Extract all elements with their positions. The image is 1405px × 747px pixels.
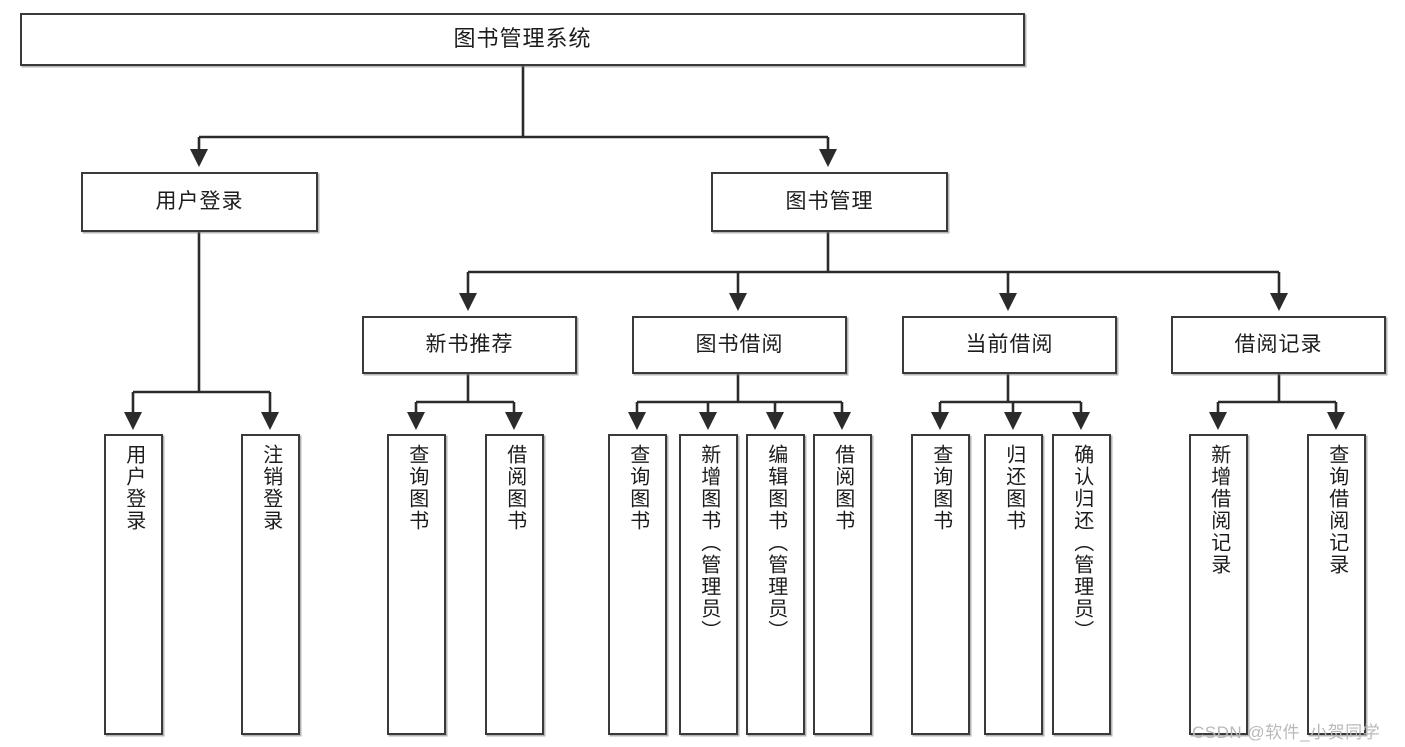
node-leaf-confirm-return-admin-label: 确认归还（管理员） bbox=[1070, 444, 1093, 642]
node-leaf-borrow-book-recommend[interactable]: 借阅图书 bbox=[485, 434, 544, 735]
csdn-watermark: CSDN @软件_小贺同学 bbox=[1192, 723, 1381, 742]
node-new-book-recommend-label: 新书推荐 bbox=[425, 333, 514, 357]
node-leaf-query-book-borrow-label: 查询图书 bbox=[626, 444, 649, 532]
node-leaf-query-book-current-label: 查询图书 bbox=[929, 444, 952, 532]
edge-root-to-level1 bbox=[189, 66, 838, 168]
node-current-borrow-label: 当前借阅 bbox=[965, 333, 1054, 357]
edge-user-login-to-leaves bbox=[123, 232, 280, 431]
node-leaf-query-borrow-record-label: 查询借阅记录 bbox=[1325, 444, 1348, 576]
node-leaf-confirm-return-admin[interactable]: 确认归还（管理员） bbox=[1052, 434, 1111, 735]
node-leaf-edit-book-admin-label: 编辑图书（管理员） bbox=[764, 444, 787, 642]
node-leaf-query-book-current[interactable]: 查询图书 bbox=[911, 434, 970, 735]
edge-borrow-records-to-leaves bbox=[1208, 374, 1346, 431]
edge-book-borrow-to-leaves bbox=[627, 374, 852, 431]
node-book-management[interactable]: 图书管理 bbox=[711, 172, 948, 232]
node-new-book-recommend[interactable]: 新书推荐 bbox=[362, 316, 577, 374]
node-leaf-return-book[interactable]: 归还图书 bbox=[984, 434, 1043, 735]
node-leaf-query-borrow-record[interactable]: 查询借阅记录 bbox=[1307, 434, 1366, 735]
node-current-borrow[interactable]: 当前借阅 bbox=[902, 316, 1117, 374]
node-user-login[interactable]: 用户登录 bbox=[81, 172, 318, 232]
node-leaf-add-borrow-record-label: 新增借阅记录 bbox=[1207, 444, 1230, 576]
node-leaf-add-borrow-record[interactable]: 新增借阅记录 bbox=[1189, 434, 1248, 735]
node-leaf-query-book-recommend[interactable]: 查询图书 bbox=[387, 434, 446, 735]
node-root-book-management-system[interactable]: 图书管理系统 bbox=[20, 13, 1025, 66]
node-leaf-borrow-book-recommend-label: 借阅图书 bbox=[503, 444, 526, 532]
node-root-label: 图书管理系统 bbox=[453, 26, 592, 52]
node-leaf-user-logout-label: 注销登录 bbox=[259, 444, 282, 532]
node-leaf-user-login[interactable]: 用户登录 bbox=[104, 434, 163, 735]
node-borrow-records[interactable]: 借阅记录 bbox=[1171, 316, 1386, 374]
node-book-borrow[interactable]: 图书借阅 bbox=[632, 316, 847, 374]
node-leaf-query-book-borrow[interactable]: 查询图书 bbox=[608, 434, 667, 735]
node-leaf-borrow-book-label: 借阅图书 bbox=[831, 444, 854, 532]
node-book-management-label: 图书管理 bbox=[785, 190, 874, 214]
edge-current-borrow-to-leaves bbox=[930, 374, 1091, 431]
node-leaf-user-login-label: 用户登录 bbox=[122, 444, 145, 532]
edge-new-book-recommend-to-leaves bbox=[406, 374, 524, 431]
edge-book-manage-to-level2 bbox=[458, 232, 1289, 312]
node-book-borrow-label: 图书借阅 bbox=[695, 333, 784, 357]
node-borrow-records-label: 借阅记录 bbox=[1234, 333, 1323, 357]
node-leaf-user-logout[interactable]: 注销登录 bbox=[241, 434, 300, 735]
node-user-login-label: 用户登录 bbox=[155, 190, 244, 214]
node-leaf-edit-book-admin[interactable]: 编辑图书（管理员） bbox=[746, 434, 805, 735]
node-leaf-add-book-admin-label: 新增图书（管理员） bbox=[697, 444, 720, 642]
node-leaf-return-book-label: 归还图书 bbox=[1002, 444, 1025, 532]
node-leaf-query-book-recommend-label: 查询图书 bbox=[405, 444, 428, 532]
node-leaf-borrow-book[interactable]: 借阅图书 bbox=[813, 434, 872, 735]
node-leaf-add-book-admin[interactable]: 新增图书（管理员） bbox=[679, 434, 738, 735]
